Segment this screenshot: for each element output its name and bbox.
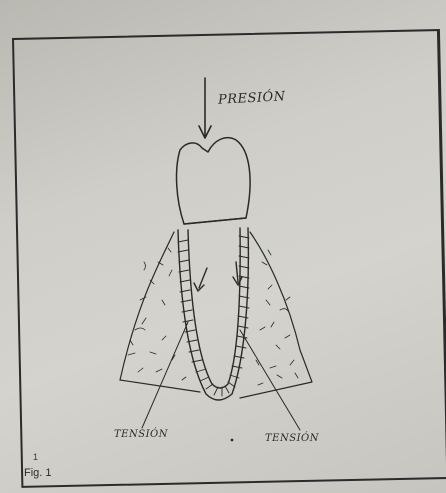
figure-caption: Fig. 1 [24, 467, 52, 479]
tension-label-left: TENSIÓN [114, 429, 168, 440]
pressure-arrow [199, 78, 211, 138]
center-dot [231, 439, 234, 442]
tension-label-right: TENSIÓN [265, 433, 319, 444]
alveolar-bone-right [240, 232, 312, 398]
tension-leaders [142, 322, 300, 430]
tooth-crown [177, 138, 251, 224]
compression-arrows [194, 262, 242, 291]
page-mark: 1 [33, 452, 38, 462]
periodontal-ligament [178, 228, 249, 400]
alveolar-bone-left [120, 232, 200, 392]
